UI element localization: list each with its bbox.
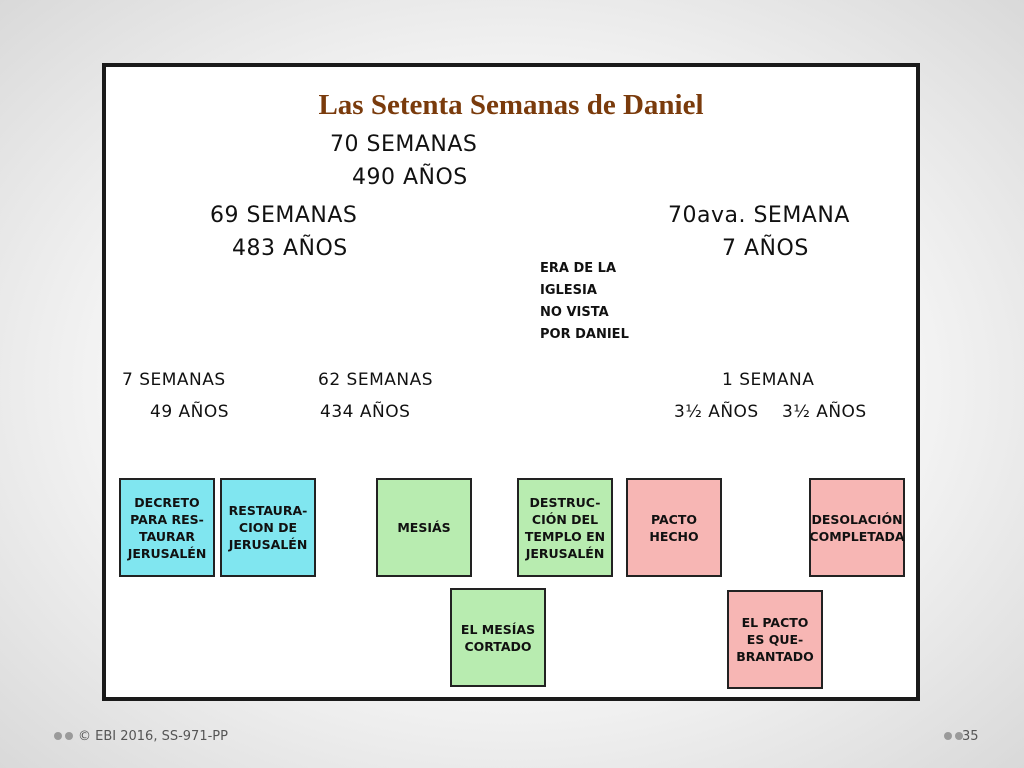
label-7-years: 7 AÑOS — [722, 236, 809, 261]
box-decree: DECRETO PARA RES- TAURAR JERUSALÉN — [119, 478, 215, 577]
page-title: Las Setenta Semanas de Daniel — [318, 89, 704, 121]
label-69-weeks: 69 SEMANAS — [210, 203, 358, 228]
bullet-icon — [944, 732, 952, 740]
label-483-years: 483 AÑOS — [232, 236, 348, 261]
label-490-years: 490 AÑOS — [352, 165, 468, 190]
years-49: 49 AÑOS — [150, 402, 230, 422]
dome-label-7-weeks: 7 SEMANAS — [122, 370, 226, 390]
footer-dots-right — [944, 732, 963, 740]
box-messiah: MESIÁS — [376, 478, 472, 577]
box-restoration: RESTAURA- CION DE JERUSALÉN — [220, 478, 316, 577]
years-3-half-right: 3½ AÑOS — [782, 402, 867, 422]
bullet-icon — [955, 732, 963, 740]
dome-label-62-weeks: 62 SEMANAS — [318, 370, 434, 390]
label-70th-week: 70ava. SEMANA — [668, 203, 850, 228]
bullet-icon — [54, 732, 62, 740]
footer-dots-left — [54, 732, 73, 740]
box-temple-destruction: DESTRUC- CIÓN DEL TEMPLO EN JERUSALÉN — [517, 478, 613, 577]
church-era-label: ERA DE LA IGLESIA NO VISTA POR DANIEL — [540, 261, 629, 342]
box-messiah-cut-off: EL MESÍAS CORTADO — [450, 588, 546, 687]
box-covenant-broken: EL PACTO ES QUE- BRANTADO — [727, 590, 823, 689]
box-desolation: DESOLACIÓN COMPLETADA — [809, 478, 905, 577]
footer-credit: © EBI 2016, SS-971-PP — [78, 729, 228, 744]
box-covenant-made: PACTO HECHO — [626, 478, 722, 577]
page-number: 35 — [962, 729, 979, 744]
bullet-icon — [65, 732, 73, 740]
dome-label-1-week: 1 SEMANA — [722, 370, 815, 390]
years-3-half-left: 3½ AÑOS — [674, 402, 759, 422]
label-70-weeks: 70 SEMANAS — [330, 132, 478, 157]
years-434: 434 AÑOS — [320, 402, 411, 422]
